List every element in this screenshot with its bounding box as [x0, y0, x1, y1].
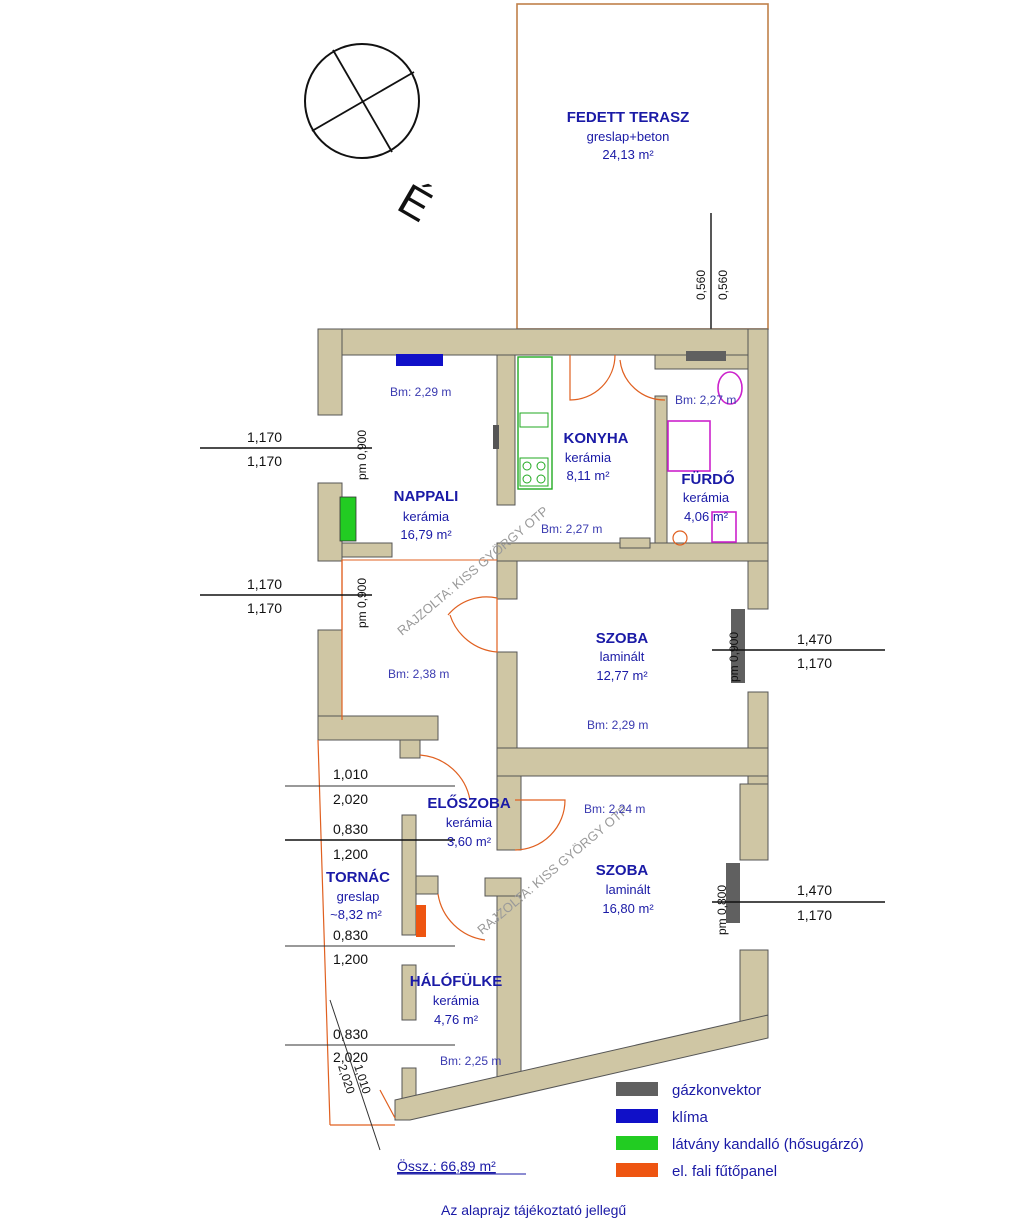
dim-w3-top: 1,470: [797, 631, 832, 647]
dim-d2-bot: 1,200: [333, 846, 368, 862]
room-konyha: KONYHA kerámia 8,11 m²: [563, 430, 628, 483]
legend-label-3: el. fali fűtőpanel: [672, 1163, 777, 1180]
room-area: 24,13 m²: [602, 147, 654, 162]
room-area: 12,77 m²: [596, 668, 648, 683]
room-floor: kerámia: [433, 993, 480, 1008]
dim-w1-top: 1,170: [247, 429, 282, 445]
kitchen-counter: [517, 356, 553, 490]
compass-icon: [304, 43, 420, 159]
sill-2: pm 0,900: [355, 578, 369, 628]
disclaimer-note: Az alaprajz tájékoztató jellegű: [441, 1202, 626, 1218]
dim-w2-top: 1,170: [247, 576, 282, 592]
room-name: HÁLÓFÜLKE: [410, 972, 503, 990]
room-tornac: TORNÁC greslap ~8,32 m²: [326, 869, 390, 922]
room-name: FÜRDŐ: [681, 470, 735, 488]
legend-label-0: gázkonvektor: [672, 1082, 761, 1099]
total-area: Össz.: 66,89 m²: [397, 1157, 496, 1174]
height-hall: Bm: 2,38 m: [388, 667, 449, 681]
dim-d1-bot: 2,020: [333, 791, 368, 807]
electric-panel: [416, 905, 426, 937]
bathroom-fixtures: [667, 371, 743, 546]
room-halofulke: HÁLÓFÜLKE kerámia 4,76 m²: [410, 972, 503, 1027]
room-area: 16,79 m²: [400, 527, 452, 542]
legend-label-1: klíma: [672, 1109, 708, 1126]
height-szoba1: Bm: 2,29 m: [587, 718, 648, 732]
room-name: TORNÁC: [326, 869, 390, 886]
room-floor: laminált: [606, 882, 651, 897]
legend-swatch-2: [616, 1136, 658, 1150]
dim-w4-bot: 1,170: [797, 907, 832, 923]
dim-w1-bot: 1,170: [247, 453, 282, 469]
room-floor: greslap: [337, 889, 380, 904]
room-area: 3,60 m²: [447, 834, 492, 849]
room-terasz: FEDETT TERASZ greslap+beton 24,13 m²: [567, 109, 690, 162]
dim-d4-bot: 2,020: [333, 1049, 368, 1065]
dim-d2-top: 0,830: [333, 821, 368, 837]
room-name: NAPPALI: [394, 488, 459, 505]
walls: [317, 328, 769, 1121]
legend-swatch-3: [616, 1163, 658, 1177]
height-furdo: Bm: 2,27 m: [675, 393, 736, 407]
dim-d3-bot: 1,200: [333, 951, 368, 967]
sill-3: pm 0,900: [727, 632, 741, 682]
room-furdo: FÜRDŐ kerámia 4,06 m²: [681, 470, 735, 524]
dim-d3-top: 0,830: [333, 927, 368, 943]
legend-swatch-1: [616, 1109, 658, 1123]
room-eloszoba: ELŐSZOBA kerámia 3,60 m²: [427, 794, 511, 849]
height-konyha: Bm: 2,27 m: [541, 522, 602, 536]
terrace-outline: [516, 3, 769, 330]
dim-d4-top: 0,830: [333, 1026, 368, 1042]
wall-unit: [493, 425, 499, 449]
porch-outline: [317, 739, 396, 1126]
dimension-lines: [200, 447, 885, 1151]
height-nappali: Bm: 2,29 m: [390, 385, 451, 399]
dim-w3-bot: 1,170: [797, 655, 832, 671]
room-name: KONYHA: [563, 430, 628, 447]
room-name: SZOBA: [596, 862, 649, 879]
room-name: ELŐSZOBA: [427, 794, 511, 812]
room-area: 4,76 m²: [434, 1012, 479, 1027]
room-area: ~8,32 m²: [330, 907, 382, 922]
gas-convector-2: [726, 863, 740, 923]
legend-label-2: látvány kandalló (hősugárzó): [672, 1136, 864, 1153]
room-area: 16,80 m²: [602, 901, 654, 916]
room-floor: kerámia: [565, 450, 612, 465]
room-floor: laminált: [600, 649, 645, 664]
legend: gázkonvektor klíma látvány kandalló (hős…: [616, 1082, 864, 1180]
sill-4: pm 0,800: [715, 885, 729, 935]
gas-convector-3: [686, 351, 726, 361]
height-halofulke: Bm: 2,25 m: [440, 1054, 501, 1068]
height-szoba2: Bm: 2,24 m: [584, 802, 645, 816]
room-nappali: NAPPALI kerámia 16,79 m²: [394, 488, 459, 542]
room-floor: kerámia: [403, 509, 450, 524]
fireplace: [339, 496, 357, 542]
room-szoba2: SZOBA laminált 16,80 m²: [596, 862, 655, 916]
dim-v2: 0,560: [716, 270, 730, 300]
ac-unit: [396, 354, 443, 366]
room-szoba1: SZOBA laminált 12,77 m²: [596, 630, 649, 683]
room-floor: greslap+beton: [587, 129, 670, 144]
room-name: SZOBA: [596, 630, 649, 647]
dim-w4-top: 1,470: [797, 882, 832, 898]
dim-v1: 0,560: [694, 270, 708, 300]
dim-d1-top: 1,010: [333, 766, 368, 782]
room-floor: kerámia: [446, 815, 493, 830]
north-label: É: [390, 175, 440, 232]
room-name: FEDETT TERASZ: [567, 109, 690, 126]
dim-w2-bot: 1,170: [247, 600, 282, 616]
gas-convector-1: [731, 609, 745, 683]
room-floor: kerámia: [683, 490, 730, 505]
room-area: 4,06 m²: [684, 509, 729, 524]
sill-1: pm 0,900: [355, 430, 369, 480]
room-area: 8,11 m²: [566, 468, 610, 483]
legend-swatch-0: [616, 1082, 658, 1096]
